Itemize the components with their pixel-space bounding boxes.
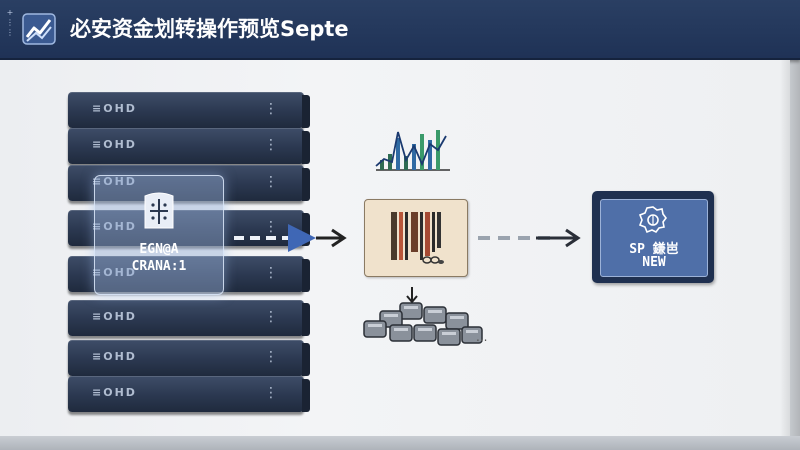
rack-unit-side: [302, 131, 310, 164]
target-panel: SP 鎌岜 NEW: [600, 199, 708, 277]
rack-unit: ≡OHD ⋮: [68, 340, 310, 376]
rack-unit: ≡OHD ⋮: [68, 256, 310, 292]
rack-unit-label: ≡OHD: [92, 220, 137, 233]
target-label-line2: NEW: [642, 255, 666, 270]
rack-unit: ≡OHD ⋮: [68, 300, 310, 336]
rack-unit-label: ≡OHD: [92, 175, 137, 188]
target-node[interactable]: SP 鎌岜 NEW: [592, 191, 714, 283]
rack-unit-label: ≡OHD: [92, 266, 137, 279]
rack-unit-label: ≡OHD: [92, 138, 137, 151]
right-edge-shadow: [780, 60, 800, 450]
rack-unit-indicator: ⋮: [264, 309, 278, 325]
title-edge-marks: + ⋮ ⋮: [6, 8, 14, 37]
rack-unit-side: [302, 213, 310, 246]
chart-logo-icon: [22, 13, 56, 45]
more-indicator: ...: [476, 330, 488, 344]
window-title: 必安资金划转操作预览Septe: [70, 17, 349, 41]
rack-unit-label: ≡OHD: [92, 310, 137, 323]
bottom-edge: [0, 436, 800, 450]
processing-card[interactable]: [364, 199, 468, 277]
rack-unit-indicator: ⋮: [264, 219, 278, 235]
rack-unit-side: [302, 259, 310, 292]
rack-unit-indicator: ⋮: [264, 101, 278, 117]
title-bar: + ⋮ ⋮ 必安资金划转操作预览Septe: [0, 0, 800, 60]
source-label-line1: EGN@A: [139, 242, 179, 257]
rack-unit-label: ≡OHD: [92, 386, 137, 399]
rack-unit-label: ≡OHD: [92, 350, 137, 363]
rack-unit: ≡OHD ⋮: [68, 210, 310, 246]
rack-unit-indicator: ⋮: [264, 174, 278, 190]
rack-unit-indicator: ⋮: [264, 385, 278, 401]
rack-unit-side: [302, 168, 310, 201]
rack-unit: ≡OHD ⋮: [68, 92, 310, 128]
rack-unit: ≡OHD ⋮: [68, 376, 310, 412]
rack-unit-side: [302, 343, 310, 376]
rack-unit-side: [302, 95, 310, 128]
gear-icon: [639, 206, 667, 234]
flow-arrow-target: [478, 228, 581, 248]
flow-arrow-source: [234, 224, 347, 252]
rack-unit-side: [302, 379, 310, 412]
bar-line-chart-icon: [375, 130, 450, 171]
grid-document-icon: [144, 192, 174, 229]
rack-unit-indicator: ⋮: [264, 137, 278, 153]
rack-unit: ≡OHD ⋮: [68, 128, 310, 164]
rack-unit: ≡OHD ⋮: [68, 165, 310, 201]
source-label-line2: CRANA:1: [131, 259, 187, 274]
rack-unit-side: [302, 303, 310, 336]
rack-unit-label: ≡OHD: [92, 102, 137, 115]
rack-unit-indicator: ⋮: [264, 349, 278, 365]
rack-unit-indicator: ⋮: [264, 265, 278, 281]
barcode-ledger-icon: [391, 212, 444, 264]
target-label-line1: SP 鎌岜: [629, 242, 679, 257]
source-panel[interactable]: EGN@A CRANA:1: [94, 175, 224, 295]
storage-cluster-icon: [363, 287, 483, 346]
